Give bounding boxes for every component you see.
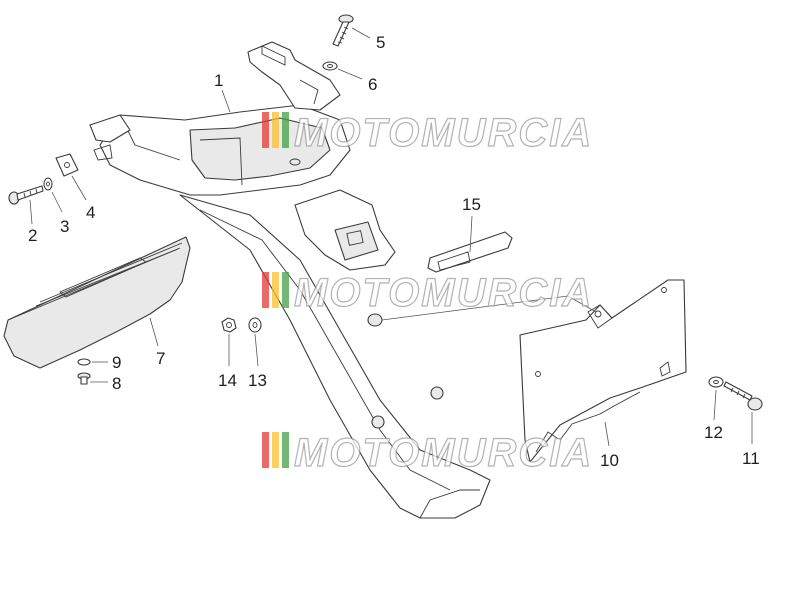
callout-10: 10 (600, 451, 619, 470)
callout-12: 12 (704, 423, 723, 442)
watermark-top: MOTOMURCIA (262, 110, 593, 156)
part-9-washer (77, 358, 91, 366)
watermark-middle: MOTOMURCIA (262, 270, 593, 316)
part-3-washer (43, 177, 53, 191)
part-8-pin (77, 372, 91, 385)
part-2-screw (8, 185, 44, 205)
part-4-clip-nut (55, 153, 79, 177)
part-13-washer (248, 317, 262, 333)
svg-text:MOTOMURCIA: MOTOMURCIA (294, 111, 593, 155)
callout-9: 9 (112, 353, 121, 372)
part-6-washer (322, 61, 338, 71)
part-12-washer (708, 376, 724, 388)
part-10-plate-holder (519, 279, 687, 463)
callout-2: 2 (28, 226, 37, 245)
callout-13: 13 (248, 371, 267, 390)
callout-11: 11 (742, 449, 760, 468)
callout-labels: 1 2 3 4 5 6 7 8 9 10 11 12 13 14 15 (28, 33, 760, 470)
callout-1: 1 (214, 71, 223, 90)
callout-3: 3 (60, 217, 69, 236)
callout-15: 15 (462, 195, 481, 214)
part-7-side-cover (3, 236, 191, 369)
callout-8: 8 (112, 374, 121, 393)
watermark-logo: MOTOMURCIA MOTOMURCIA MOTOMURCIA (262, 110, 593, 476)
callout-7: 7 (156, 349, 165, 368)
svg-text:MOTOMURCIA: MOTOMURCIA (294, 431, 593, 475)
callout-5: 5 (376, 33, 385, 52)
watermark-bottom: MOTOMURCIA (262, 430, 593, 476)
callout-4: 4 (86, 203, 95, 222)
part-5-screw (332, 14, 354, 47)
leader-lines (29, 27, 753, 447)
part-11-screw (723, 381, 763, 411)
svg-text:MOTOMURCIA: MOTOMURCIA (294, 271, 593, 315)
callout-6: 6 (368, 75, 377, 94)
part-14-nut (221, 317, 237, 333)
callout-14: 14 (218, 371, 237, 390)
